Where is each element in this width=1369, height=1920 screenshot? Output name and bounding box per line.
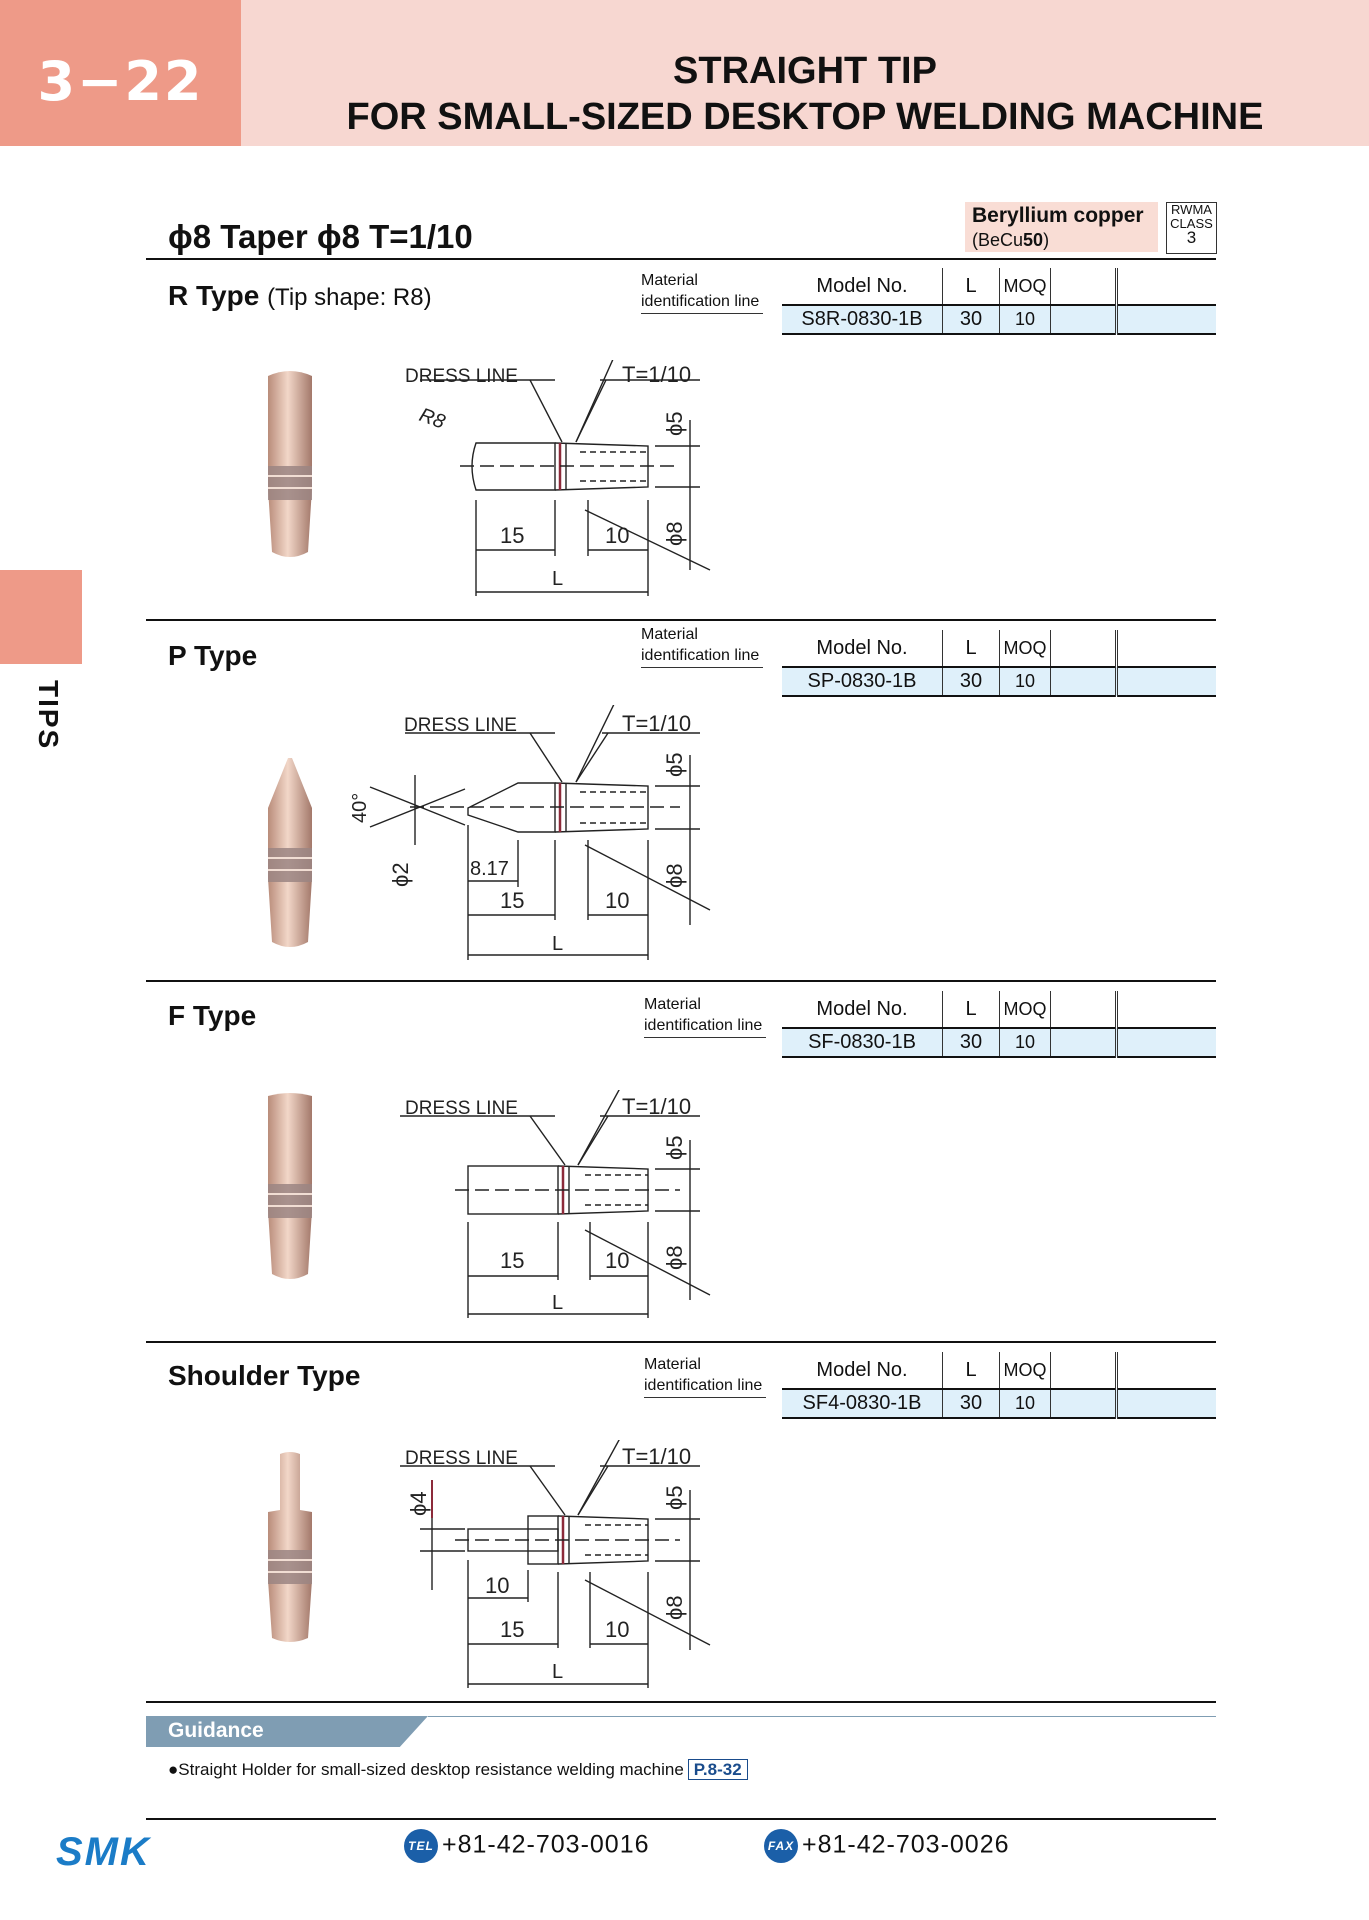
rwma-class-box: RWMA CLASS 3 bbox=[1166, 202, 1217, 254]
page-title-line2: FOR SMALL-SIZED DESKTOP WELDING MACHINE bbox=[346, 96, 1264, 138]
page-title-line1: STRAIGHT TIP bbox=[673, 50, 937, 92]
tip-photo-shoulder-type bbox=[268, 1452, 312, 1642]
page-number: 3−22 bbox=[37, 50, 204, 113]
material-label-underline bbox=[644, 1397, 766, 1398]
guidance-line bbox=[428, 1716, 1216, 1717]
section-divider bbox=[146, 619, 1216, 621]
svg-text:40°: 40° bbox=[349, 793, 371, 823]
svg-text:ϕ8: ϕ8 bbox=[662, 1245, 687, 1270]
guidance-text: ●Straight Holder for small-sized desktop… bbox=[168, 1759, 748, 1780]
svg-text:10: 10 bbox=[605, 888, 629, 913]
svg-text:T=1/10: T=1/10 bbox=[622, 362, 691, 387]
svg-text:10: 10 bbox=[605, 1617, 629, 1642]
fax-icon: FAX bbox=[764, 1829, 798, 1863]
svg-text:DRESS LINE: DRESS LINE bbox=[405, 1448, 518, 1469]
page-number-tab bbox=[0, 0, 241, 146]
svg-text:R8: R8 bbox=[416, 404, 448, 433]
drawing-f-type: DRESS LINE T=1/10 15 10 L ϕ5 ϕ8 bbox=[400, 1090, 711, 1318]
guidance-title: Guidance bbox=[168, 1719, 264, 1742]
section-title-p-type: P Type bbox=[168, 640, 258, 671]
footer-tel: TEL+81-42-703-0016 bbox=[404, 1829, 650, 1863]
svg-text:10: 10 bbox=[605, 523, 629, 548]
svg-text:ϕ5: ϕ5 bbox=[662, 1485, 687, 1510]
guidance-page-ref[interactable]: P.8-32 bbox=[687, 1759, 748, 1780]
section-divider bbox=[146, 1341, 1216, 1343]
section-title-f-type: F Type bbox=[168, 1000, 257, 1031]
footer-fax: FAX+81-42-703-0026 bbox=[764, 1829, 1010, 1863]
svg-text:8.17: 8.17 bbox=[470, 858, 509, 880]
svg-text:L: L bbox=[552, 933, 563, 955]
drawing-r-type: DRESS LINE T=1/10 R8 15 10 L ϕ5 ϕ8 bbox=[405, 360, 711, 596]
svg-text:15: 15 bbox=[500, 1248, 524, 1273]
svg-text:15: 15 bbox=[500, 523, 524, 548]
drawing-p-type: DRESS LINE T=1/10 40° ϕ2 8.17 15 10 L ϕ5… bbox=[349, 705, 711, 960]
tip-photo-r-type bbox=[268, 371, 312, 557]
tip-photo-f-type bbox=[268, 1093, 312, 1279]
svg-text:L: L bbox=[552, 568, 563, 590]
svg-text:ϕ2: ϕ2 bbox=[388, 862, 413, 887]
svg-text:15: 15 bbox=[500, 1617, 524, 1642]
svg-text:ϕ8: ϕ8 bbox=[662, 863, 687, 888]
svg-text:T=1/10: T=1/10 bbox=[622, 1444, 691, 1469]
svg-text:10: 10 bbox=[605, 1248, 629, 1273]
section-divider bbox=[146, 980, 1216, 982]
brand-logo: SMK bbox=[56, 1830, 151, 1874]
svg-text:ϕ5: ϕ5 bbox=[662, 411, 687, 436]
side-tab-label: TIPS bbox=[33, 680, 64, 751]
svg-text:T=1/10: T=1/10 bbox=[622, 1094, 691, 1119]
material-name: Beryllium copper bbox=[972, 204, 1144, 227]
footer-divider bbox=[146, 1818, 1216, 1820]
section-title-shoulder-type: Shoulder Type bbox=[168, 1360, 361, 1391]
svg-text:ϕ5: ϕ5 bbox=[662, 752, 687, 777]
guidance-band bbox=[146, 1716, 428, 1747]
spec-title: ϕ8 Taper ϕ8 T=1/10 bbox=[168, 218, 473, 255]
svg-text:ϕ8: ϕ8 bbox=[662, 1595, 687, 1620]
drawing-shoulder-type: DRESS LINE T=1/10 ϕ4 10 15 10 L ϕ5 ϕ8 bbox=[400, 1440, 711, 1688]
material-label-underline bbox=[644, 1037, 766, 1038]
material-label-underline bbox=[641, 313, 763, 314]
svg-text:ϕ8: ϕ8 bbox=[662, 521, 687, 546]
svg-text:ϕ4: ϕ4 bbox=[406, 1491, 431, 1516]
svg-text:DRESS LINE: DRESS LINE bbox=[404, 715, 517, 736]
svg-text:DRESS LINE: DRESS LINE bbox=[405, 366, 518, 387]
material-label-underline bbox=[641, 667, 763, 668]
svg-text:10: 10 bbox=[485, 1573, 509, 1598]
svg-text:DRESS LINE: DRESS LINE bbox=[405, 1098, 518, 1119]
svg-text:L: L bbox=[552, 1292, 563, 1314]
svg-text:15: 15 bbox=[500, 888, 524, 913]
svg-text:L: L bbox=[552, 1661, 563, 1683]
material-box bbox=[965, 202, 1158, 252]
side-tab bbox=[0, 570, 82, 664]
section-divider bbox=[146, 1701, 1216, 1703]
spec-divider bbox=[146, 258, 1216, 260]
tip-photo-p-type bbox=[268, 758, 312, 947]
section-title-r-type: R Type (Tip shape: R8) bbox=[168, 280, 432, 311]
tel-icon: TEL bbox=[404, 1829, 438, 1863]
svg-text:ϕ5: ϕ5 bbox=[662, 1135, 687, 1160]
svg-text:T=1/10: T=1/10 bbox=[622, 711, 691, 736]
material-code: (BeCu50) bbox=[972, 230, 1050, 250]
